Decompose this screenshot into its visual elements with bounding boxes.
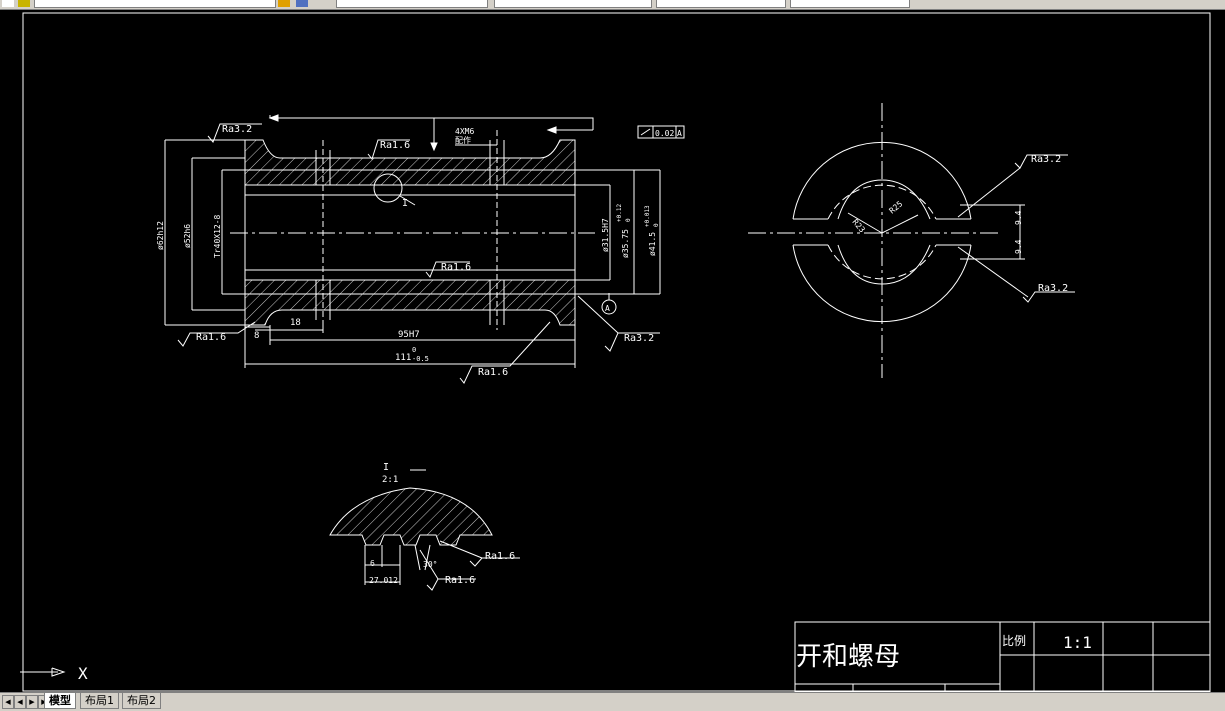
drawing-canvas[interactable]: Ra3.2 Ra1.6 Ra1.6 Ra1.6 Ra1.6 Ra3.2 4XM6… [0,10,1225,693]
dim-111: 111 [395,353,411,363]
detail-scale: 2:1 [382,475,398,485]
roughness-label: Ra1.6 [441,262,471,273]
next-tab-button[interactable]: ▶ [26,695,38,709]
cad-drawing: Ra3.2 Ra1.6 Ra1.6 Ra1.6 Ra1.6 Ra3.2 4XM6… [20,12,1211,693]
detail-title: I [383,462,389,473]
ucs-icon: X [20,664,88,683]
dim-30deg: 30° [423,560,437,569]
title-block [794,621,1211,693]
title-block-text: 开和螺母 比例 1:1 [796,633,1092,672]
dim-27: 27.012 [369,576,398,585]
tab-layout2[interactable]: 布局2 [122,693,161,709]
tolerance-value: 0.02 [655,129,674,138]
dim-18: 18 [290,318,301,328]
color-dropdown[interactable] [336,0,488,8]
plotstyle-dropdown[interactable] [790,0,910,8]
scale-label: 比例 [1002,634,1026,648]
roughness-label: Ra3.2 [222,124,252,135]
dim-95: 95H7 [398,330,420,340]
dim-tr: Tr40X12-8 [213,214,222,258]
side-view [748,103,1075,378]
layout-tab-bar: ◀ ◀ ▶ ▶ 模型 布局1 布局2 [0,692,1225,711]
lineweight-dropdown[interactable] [656,0,786,8]
dim-d415-tol2: 0 [653,223,660,227]
toolbar-strip [0,0,1225,10]
thread-sub: 配作 [455,135,471,145]
first-tab-button[interactable]: ◀ [2,695,14,709]
bulb-icon[interactable] [18,0,30,7]
thread-note: 4XM6 [455,127,474,136]
roughness-label: Ra1.6 [196,332,226,343]
detail-view-labels: I 2:1 6 30° 27.012 Ra1.6 Ra1.6 [369,462,515,586]
dim-d62: ø62h12 [156,221,165,250]
roughness-label: Ra1.6 [380,140,410,151]
dim-d415-tol: +0.013 [644,205,651,227]
datum-letter: A [677,129,682,138]
roughness-label: Ra3.2 [624,333,654,344]
layer-manager-icon[interactable] [278,0,290,7]
roughness-label: Ra3.2 [1031,154,1061,165]
dim-d415: ø41.5 [648,232,657,256]
dim-d3575-tol2: 0 [625,218,632,222]
layer-dropdown[interactable] [34,0,276,8]
roughness-label: Ra1.6 [445,575,475,586]
dim-6: 6 [370,559,375,568]
main-view-labels: Ra3.2 Ra1.6 Ra1.6 Ra1.6 Ra1.6 Ra3.2 4XM6… [156,124,682,378]
roughness-label: Ra1.6 [478,367,508,378]
dim-d3575: ø35.75 [621,229,630,258]
tab-layout1[interactable]: 布局1 [80,693,119,709]
dim-r25: R25 [888,199,905,215]
dim-111-tol: 0 [412,346,416,354]
linetype-dropdown[interactable] [494,0,652,8]
dim-8: 8 [254,331,259,341]
lower-wall-hatch [244,279,576,326]
drawing-frame [22,12,1211,692]
detail-ref: I [402,198,408,209]
side-view-labels: Ra3.2 Ra3.2 R23 R25 9.4 9.4 [850,154,1068,294]
upper-wall-hatch [244,139,576,186]
ucs-x-label: X [78,664,88,683]
layer-icon[interactable] [2,0,14,7]
dim-d315: ø31.5H7 [601,218,610,252]
layer-previous-icon[interactable] [296,0,308,7]
dim-r23: R23 [850,218,866,235]
tab-model[interactable]: 模型 [44,693,76,709]
prev-tab-button[interactable]: ◀ [14,695,26,709]
main-section-view [164,114,685,384]
dim-111-tol2: -0.5 [412,355,429,363]
dim-94-bottom: 9.4 [1014,239,1023,254]
detail-view [329,469,520,591]
roughness-label: Ra1.6 [485,551,515,562]
scale-value: 1:1 [1063,633,1092,652]
dim-94-top: 9.4 [1014,210,1023,225]
roughness-label: Ra3.2 [1038,283,1068,294]
datum-circle-letter: A [605,304,610,313]
part-name: 开和螺母 [796,642,900,672]
dim-d3575-tol: +0.12 [616,204,623,222]
dim-d52: ø52h6 [183,224,192,248]
